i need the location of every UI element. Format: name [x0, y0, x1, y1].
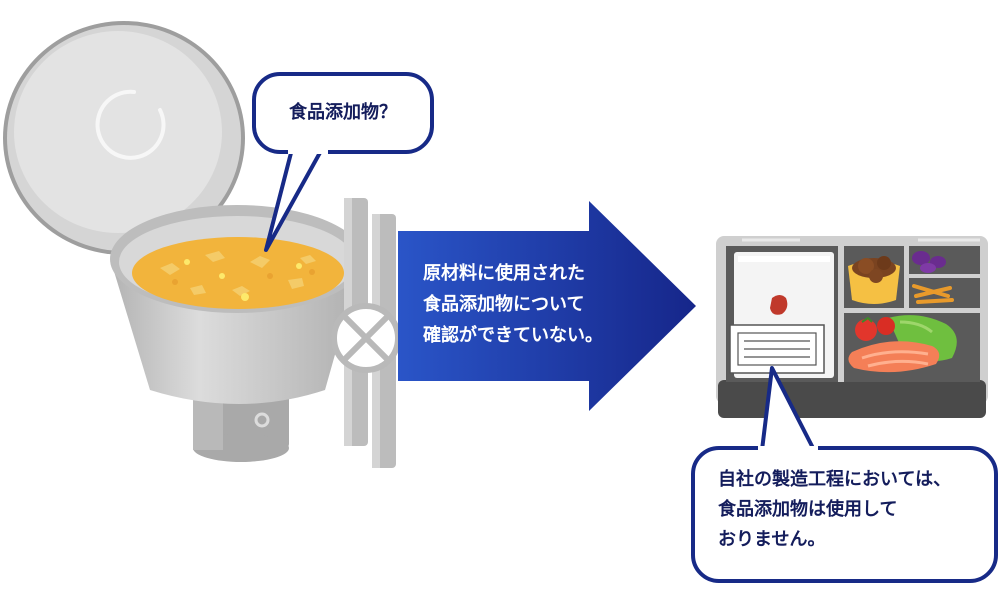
- arrow-text: 原材料に使用された 食品添加物について 確認ができていない。: [423, 258, 658, 351]
- fried-chicken: [848, 256, 900, 304]
- soup-surface: [132, 237, 344, 309]
- bento-text-line: 自社の製造工程においては、: [718, 469, 952, 490]
- pot-base: [193, 390, 289, 462]
- arrow-text-line: 確認ができていない。: [423, 325, 603, 346]
- bento-text-line: おりません。: [718, 529, 826, 550]
- circle-x-icon: [331, 303, 401, 373]
- pickled-vegetables: [912, 284, 954, 304]
- salmon-and-salad: [848, 315, 957, 373]
- question-bubble: [252, 72, 434, 252]
- bento-statement-text: 自社の製造工程においては、 食品添加物は使用して おりません。: [718, 465, 988, 555]
- flow-arrow: [398, 201, 696, 411]
- pot-question-text: 食品添加物？: [289, 102, 397, 123]
- cooking-pot: [3, 21, 401, 468]
- arrow-text-line: 食品添加物について: [423, 294, 585, 315]
- bento-box: [716, 236, 988, 418]
- bento-text-line: 食品添加物は使用して: [718, 499, 898, 520]
- answer-bubble: [691, 366, 998, 583]
- sweet-potato: [912, 251, 946, 273]
- pot-lid: [3, 21, 245, 255]
- soup-ingredients: [160, 251, 316, 296]
- arrow-text-line: 原材料に使用された: [423, 263, 585, 284]
